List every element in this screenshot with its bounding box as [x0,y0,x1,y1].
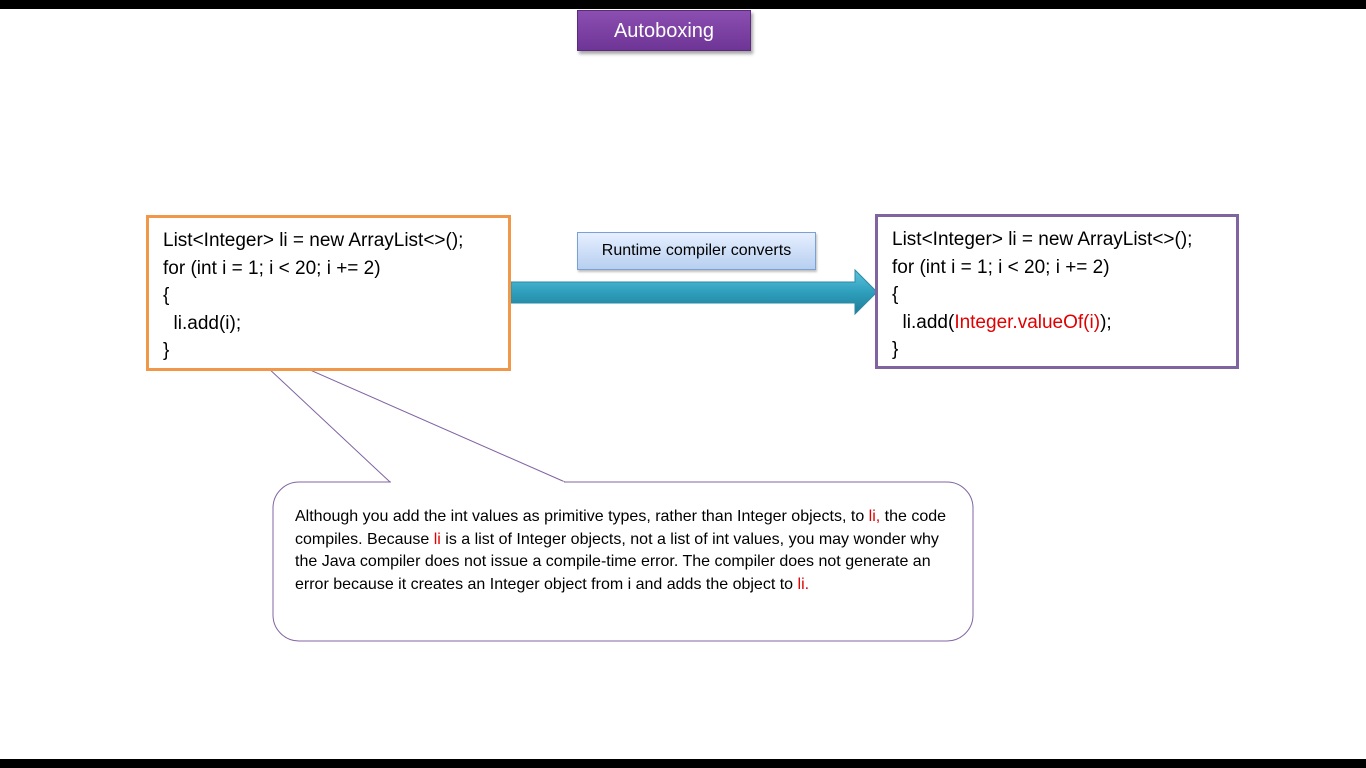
top-letterbox-bar [0,0,1366,9]
highlighted-term: li. [797,576,810,594]
code-line: } [163,340,170,361]
arrow-label: Runtime compiler converts [577,232,816,270]
converted-code-box: List<Integer> li = new ArrayList<>(); fo… [875,214,1239,369]
callout-text-part: is a list of Integer objects, not a list… [295,530,939,594]
code-text: ); [1100,311,1112,333]
right-arrow-icon [510,268,878,316]
callout-bubble [272,481,974,642]
code-line: List<Integer> li = new ArrayList<>(); [892,229,1193,250]
highlighted-term: li [433,530,441,548]
highlighted-term: li, [868,508,881,525]
callout-text-part: the code compiles. Because [295,508,947,548]
original-code-box: List<Integer> li = new ArrayList<>(); fo… [146,215,511,371]
code-line: List<Integer> li = new ArrayList<>(); [163,230,464,251]
highlighted-code: Integer.valueOf(i) [954,311,1101,333]
callout-text: Although you add the int values as primi… [295,506,955,597]
code-line: for (int i = 1; i < 20; i += 2) [163,257,381,279]
code-line: for (int i = 1; i < 20; i += 2) [892,256,1110,278]
callout-text-part: Although you add the int values as primi… [295,508,869,525]
bottom-letterbox-bar [0,759,1366,768]
code-line: { [892,284,899,305]
slide-title: Autoboxing [577,10,751,51]
code-text: li.add( [892,311,955,333]
code-line: li.add(i); [163,312,242,334]
code-line: li.add(Integer.valueOf(i)); [892,309,1236,337]
code-line: { [163,285,170,306]
code-line: } [892,339,899,360]
